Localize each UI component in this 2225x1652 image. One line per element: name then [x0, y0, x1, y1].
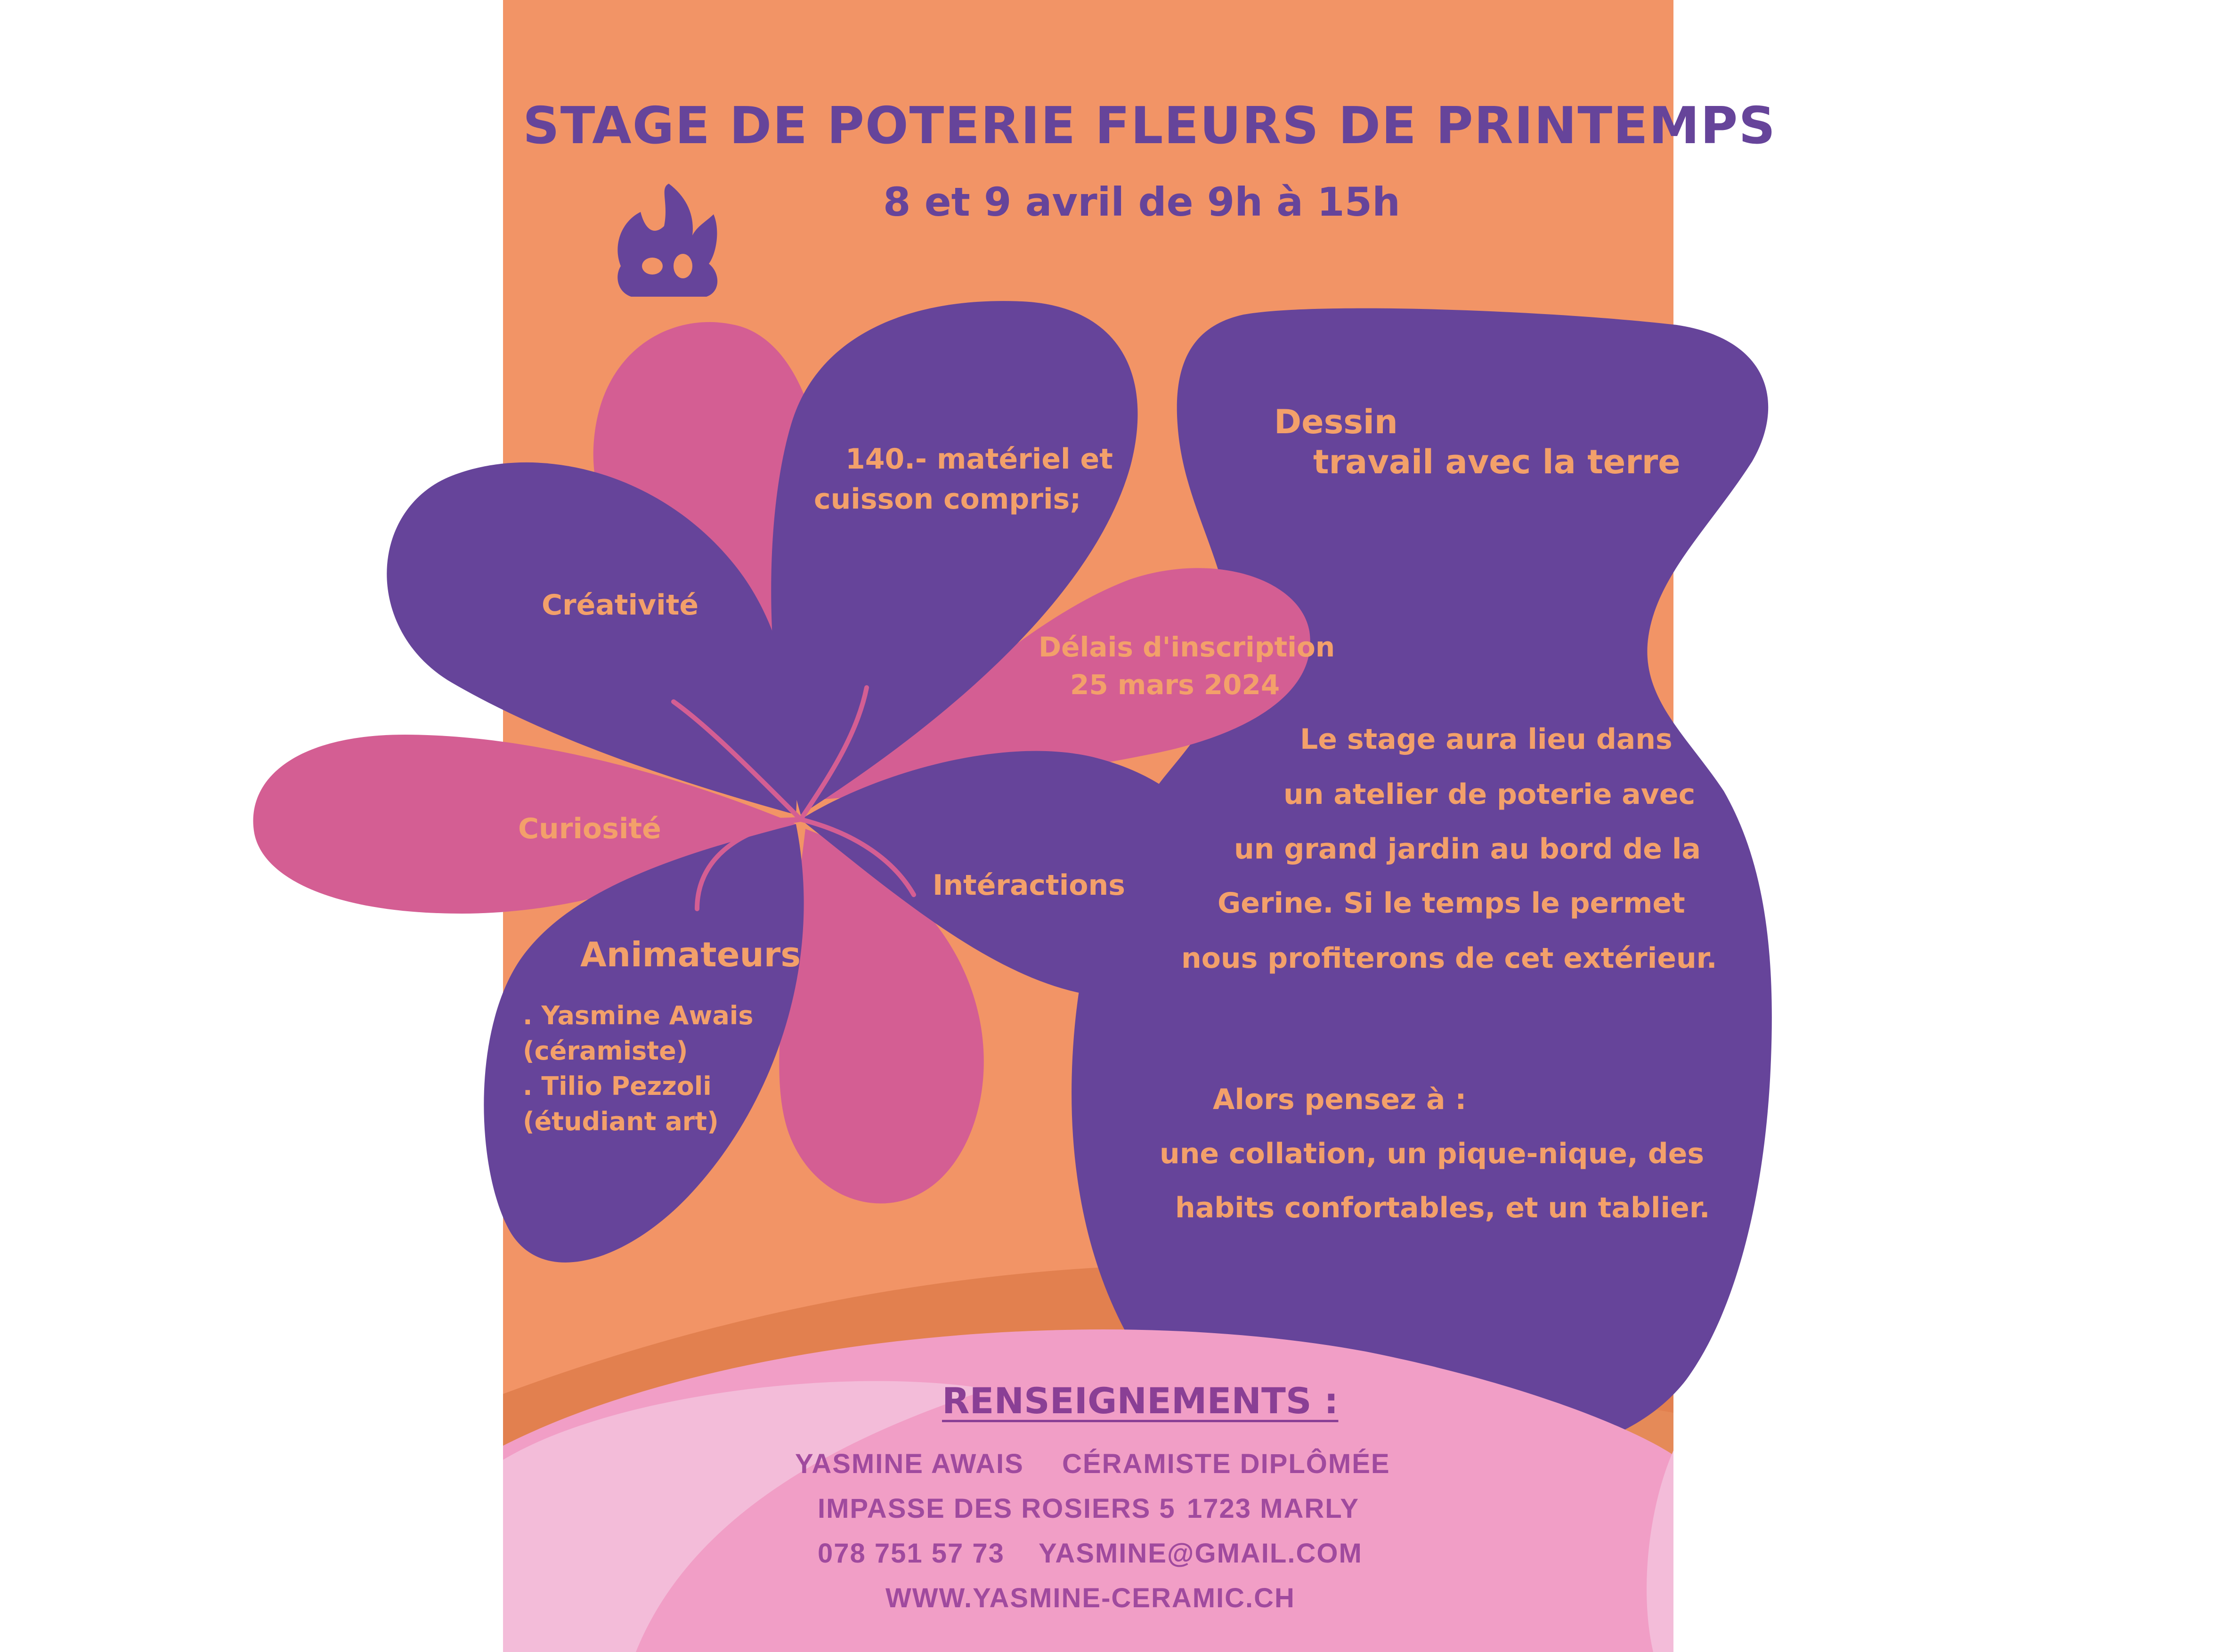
contact-phone[interactable]: 078 751 57 73 [818, 1538, 1005, 1569]
flower-stamens [657, 685, 916, 911]
contact-title: CÉRAMISTE DIPLÔMÉE [1062, 1449, 1390, 1479]
petal-label-curiosity: Curiosité [518, 812, 661, 845]
deadline-line-2: 25 mars 2024 [1070, 669, 1280, 701]
location-line-1: Le stage aura lieu dans [1300, 723, 1673, 756]
petal-creativity [387, 462, 797, 815]
flame-face-icon [617, 184, 718, 297]
bring-line-2: habits confortables, et un tablier. [1175, 1191, 1710, 1224]
contact-website[interactable]: WWW.YASMINE-CERAMIC.CH [885, 1583, 1295, 1613]
petal-interactions [801, 751, 1234, 999]
event-dates: 8 et 9 avril de 9h à 15h [883, 179, 1400, 225]
petal-price [771, 301, 1138, 815]
location-line-3: un grand jardin au bord de la [1234, 833, 1701, 866]
contact-email[interactable]: YASMINE@GMAIL.COM [1039, 1538, 1363, 1569]
host-1-name: . Yasmine Awais [523, 1001, 754, 1030]
host-2-name: . Tilio Pezzoli [523, 1071, 712, 1101]
bottom-pink-shapes [503, 1329, 1673, 1652]
activity-drawing: Dessin [1274, 403, 1398, 441]
contact-name: YASMINE AWAIS [795, 1449, 1024, 1479]
price-line-2: cuisson compris; [814, 483, 1081, 516]
host-2-role: (étudiant art) [523, 1107, 719, 1136]
location-line-4: Gerine. Si le temps le permet [1218, 887, 1685, 920]
location-line-5: nous profiterons de cet extérieur. [1181, 942, 1717, 975]
price-line-1: 140.- matériel et [845, 443, 1113, 476]
host-1-role: (céramiste) [523, 1036, 688, 1066]
contact-city: 1723 MARLY [1187, 1493, 1360, 1524]
deadline-line-1: Délais d'inscription [1039, 631, 1335, 663]
flower-front-petals [387, 301, 1234, 1263]
activity-clay: travail avec la terre [1313, 443, 1681, 481]
page-title: STAGE DE POTERIE FLEURS DE PRINTEMPS [523, 97, 1777, 155]
contact-street: IMPASSE DES ROSIERS 5 [818, 1493, 1176, 1524]
bring-intro: Alors pensez à : [1213, 1083, 1467, 1116]
hosts-heading: Animateurs [580, 935, 801, 974]
petal-label-creativity: Créativité [542, 589, 699, 622]
petal-label-interactions: Intéractions [933, 869, 1125, 902]
petal-bottom [779, 829, 984, 1204]
contact-heading: RENSEIGNEMENTS : [942, 1380, 1339, 1422]
bring-line-1: une collation, un pique-nique, des [1160, 1137, 1705, 1170]
location-line-2: un atelier de poterie avec [1283, 778, 1696, 811]
petal-deadline [801, 568, 1310, 801]
petal-hosts [484, 824, 804, 1263]
